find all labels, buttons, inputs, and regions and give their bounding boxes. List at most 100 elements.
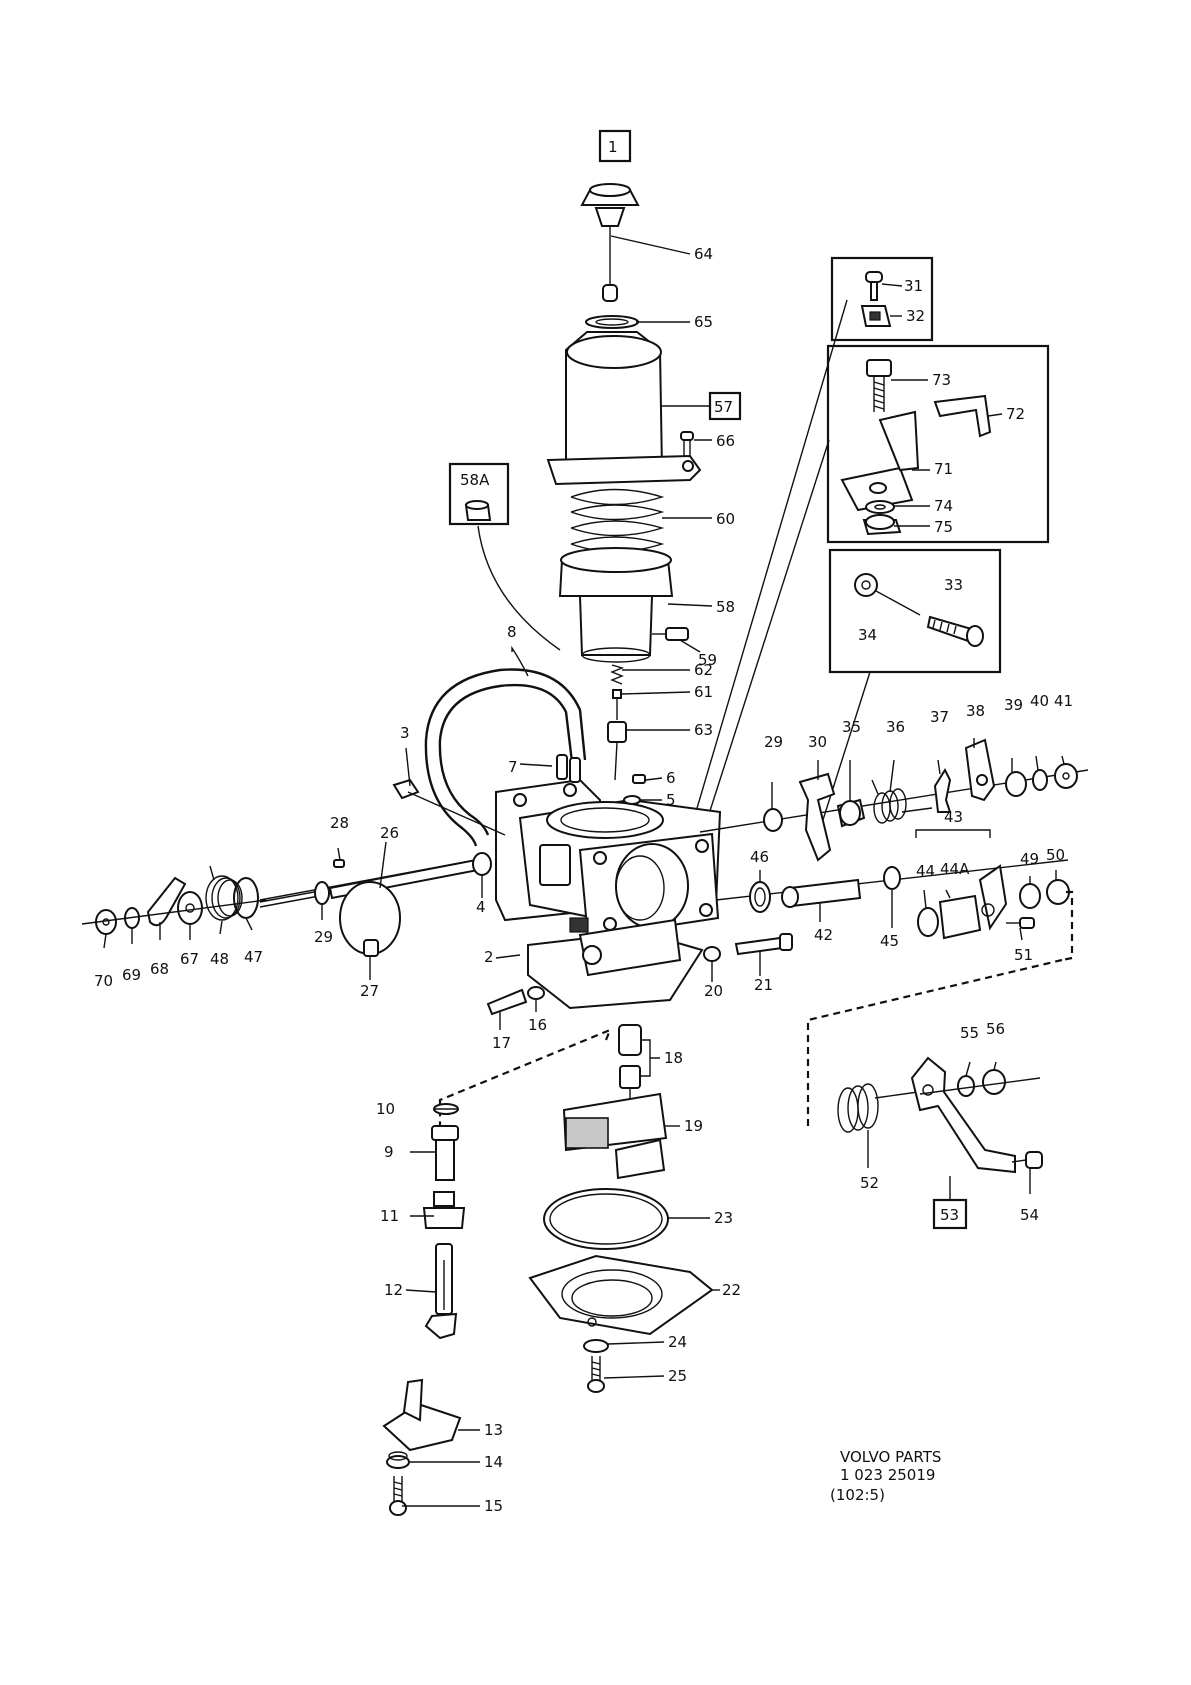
jet-bearing-9 (431, 1125, 459, 1181)
washer-55 (957, 1075, 975, 1097)
label-20: 20 (704, 982, 723, 1000)
part-58a (464, 500, 492, 521)
bracket-71 (840, 410, 920, 512)
label-27: 27 (360, 982, 379, 1000)
label-35: 35 (842, 718, 861, 736)
label-51: 51 (1014, 946, 1033, 964)
label-60: 60 (716, 510, 735, 528)
screw-51 (1006, 917, 1035, 929)
shaft-42 (781, 878, 862, 908)
nut-50 (1046, 879, 1070, 905)
label-69: 69 (122, 966, 141, 984)
label-12: 12 (384, 1281, 403, 1299)
label-42: 42 (814, 926, 833, 944)
nut-56 (982, 1069, 1006, 1095)
label-58: 58 (716, 598, 735, 616)
spring-62 (610, 664, 625, 685)
label-44A: 44A (940, 860, 970, 878)
label-38: 38 (966, 702, 985, 720)
gasket-23 (543, 1188, 669, 1250)
spring-48 (205, 865, 243, 921)
label-36: 36 (886, 718, 905, 736)
label-18: 18 (664, 1049, 683, 1067)
label-44: 44 (916, 862, 935, 880)
label-41: 41 (1054, 692, 1073, 710)
throttle-disc-27 (339, 881, 401, 957)
label-8: 8 (507, 623, 517, 641)
nut-75 (862, 514, 902, 536)
label-54: 54 (1020, 1206, 1039, 1224)
label-40: 40 (1030, 692, 1049, 710)
spring-36 (871, 779, 933, 824)
label-16: 16 (528, 1016, 547, 1034)
bush-39 (1005, 771, 1027, 797)
label-68: 68 (150, 960, 169, 978)
label-65: 65 (694, 313, 713, 331)
screw-59 (652, 627, 689, 641)
screw-21 (734, 933, 793, 956)
carburetor-body-2 (495, 778, 722, 1010)
label-28: 28 (330, 814, 349, 832)
jet-12 (424, 1243, 458, 1340)
suction-chamber-57 (546, 331, 702, 486)
label-1: 1 (608, 138, 618, 156)
label-45: 45 (880, 932, 899, 950)
label-19: 19 (684, 1117, 703, 1135)
label-53: 53 (940, 1206, 959, 1224)
label-25: 25 (668, 1367, 687, 1385)
footer-line1: VOLVO PARTS (840, 1448, 941, 1466)
label-47: 47 (244, 948, 263, 966)
nut-11 (422, 1191, 466, 1229)
screw-28 (333, 859, 345, 868)
label-26: 26 (380, 824, 399, 842)
washer-74 (865, 500, 895, 514)
label-11: 11 (380, 1207, 399, 1225)
nut-34 (854, 573, 878, 597)
label-52: 52 (860, 1174, 879, 1192)
damper-cap-1 (580, 183, 640, 227)
label-2: 2 (484, 948, 494, 966)
part-7 (556, 754, 581, 783)
label-34: 34 (858, 626, 877, 644)
detail-box-31-32 (830, 256, 934, 342)
throttle-lever-43 (915, 829, 1008, 940)
label-46: 46 (750, 848, 769, 866)
piston-58 (558, 547, 674, 663)
label-3: 3 (400, 724, 410, 742)
label-13: 13 (484, 1421, 503, 1439)
washer-67 (177, 891, 203, 925)
spring-14 (386, 1451, 410, 1469)
clip-32 (860, 305, 892, 327)
screw-66 (680, 431, 694, 456)
spring-52 (837, 1083, 919, 1133)
label-61: 61 (694, 683, 713, 701)
catalog-reference: VOLVO PARTS 1 023 25019 (102:5) (830, 1448, 941, 1504)
label-62: 62 (694, 661, 713, 679)
label-58A: 58A (460, 471, 490, 489)
footer-line3: (102:5) (830, 1486, 885, 1504)
label-7: 7 (508, 758, 518, 776)
screw-3 (392, 778, 506, 836)
bush-4 (472, 852, 492, 876)
label-30: 30 (808, 733, 827, 751)
label-37: 37 (930, 708, 949, 726)
detail-box-33-34 (828, 548, 1002, 674)
float-chamber-22 (528, 1254, 714, 1336)
label-4: 4 (476, 898, 486, 916)
part-labels: 1 2 3 4 5 6 7 8 9 10 11 12 13 14 15 16 1… (94, 138, 1073, 1515)
label-22: 22 (722, 1281, 741, 1299)
label-21: 21 (754, 976, 773, 994)
screw-33 (926, 615, 984, 647)
label-74: 74 (934, 497, 953, 515)
label-29-left: 29 (314, 928, 333, 946)
bolt-73 (866, 359, 892, 412)
lever-37 (933, 767, 952, 813)
lever-38 (964, 738, 996, 802)
label-56: 56 (986, 1020, 1005, 1038)
float-19 (562, 1092, 668, 1180)
label-29-right: 29 (764, 733, 783, 751)
fuel-hose-8 (438, 683, 574, 836)
label-64: 64 (694, 245, 713, 263)
needle-holder-63 (607, 721, 627, 781)
